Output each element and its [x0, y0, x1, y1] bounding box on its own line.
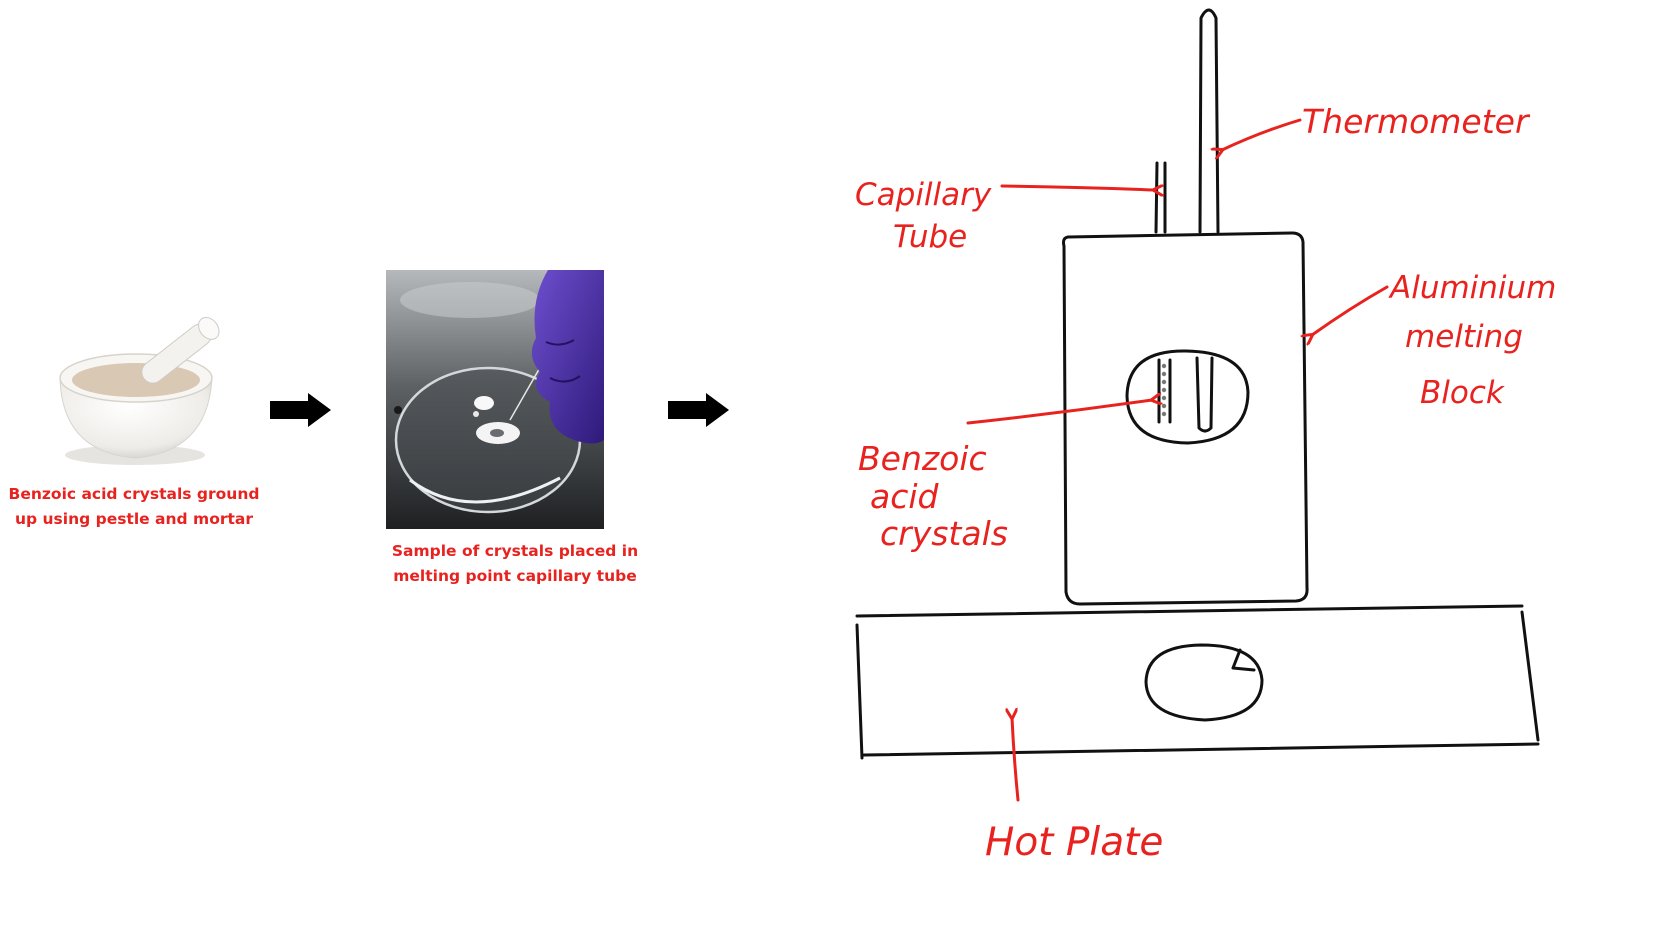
benzoic-crystals-dots [1161, 363, 1167, 417]
right-arrow-icon [270, 393, 331, 427]
thermometer [1198, 8, 1220, 234]
label-crystals-line1: Benzoic [858, 439, 987, 478]
mortar-pestle-image [59, 316, 220, 465]
label-crystals-line3: crystals [880, 514, 1008, 553]
right-arrow-icon [668, 393, 729, 427]
step1-caption: Benzoic acid crystals ground up using pe… [8, 485, 260, 528]
label-block-line1: Aluminium [1388, 270, 1556, 306]
block-window [1125, 349, 1250, 445]
label-crystals-line2: acid [870, 477, 940, 516]
arrow-thermometer [1222, 118, 1302, 150]
crystals-photo [386, 270, 604, 529]
label-arrows [966, 118, 1389, 802]
arrow-crystals [966, 400, 1152, 425]
apparatus-sketch [855, 8, 1540, 760]
label-thermometer: Thermometer [1302, 102, 1531, 141]
aluminium-block [1062, 231, 1309, 606]
arrow-hot-plate [1012, 718, 1020, 802]
hot-plate [855, 604, 1540, 760]
label-block-line2: melting [1405, 319, 1523, 355]
label-capillary-line1: Capillary [855, 177, 992, 213]
capillary-tube [1154, 161, 1167, 234]
step2-caption: Sample of crystals placed in melting poi… [391, 542, 639, 585]
arrow-capillary [1000, 186, 1154, 190]
label-capillary-line2: Tube [893, 219, 967, 255]
arrow-block [1312, 285, 1389, 335]
label-hot-plate: Hot Plate [985, 820, 1163, 865]
hot-plate-knob [1144, 643, 1264, 722]
label-block-line3: Block [1420, 375, 1505, 411]
